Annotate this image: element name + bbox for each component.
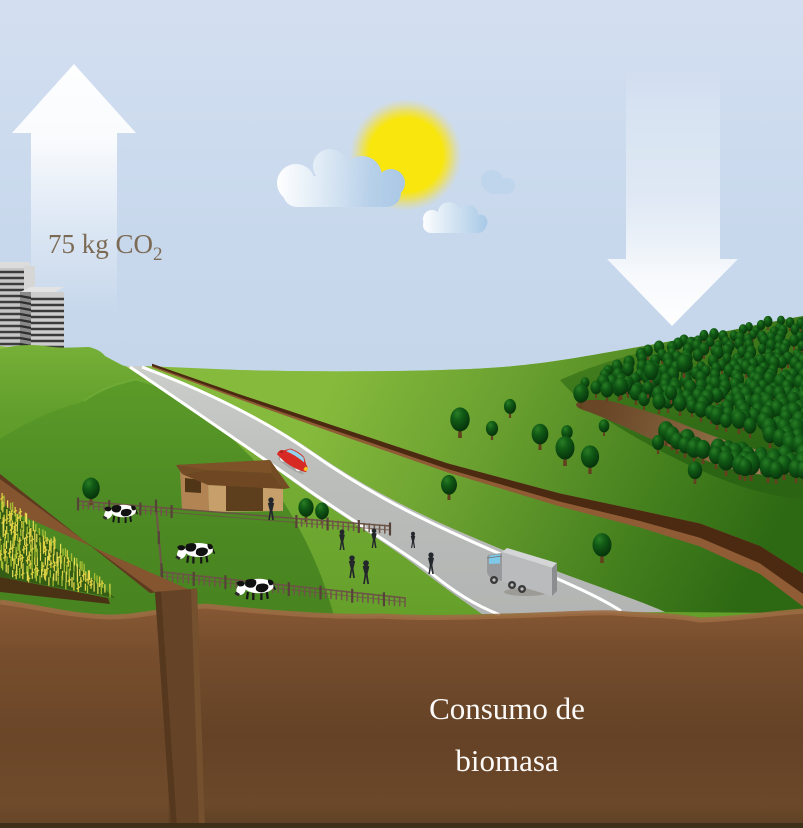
svg-text:Consumo de: Consumo de (429, 691, 585, 726)
svg-text:biomasa: biomasa (455, 743, 559, 778)
